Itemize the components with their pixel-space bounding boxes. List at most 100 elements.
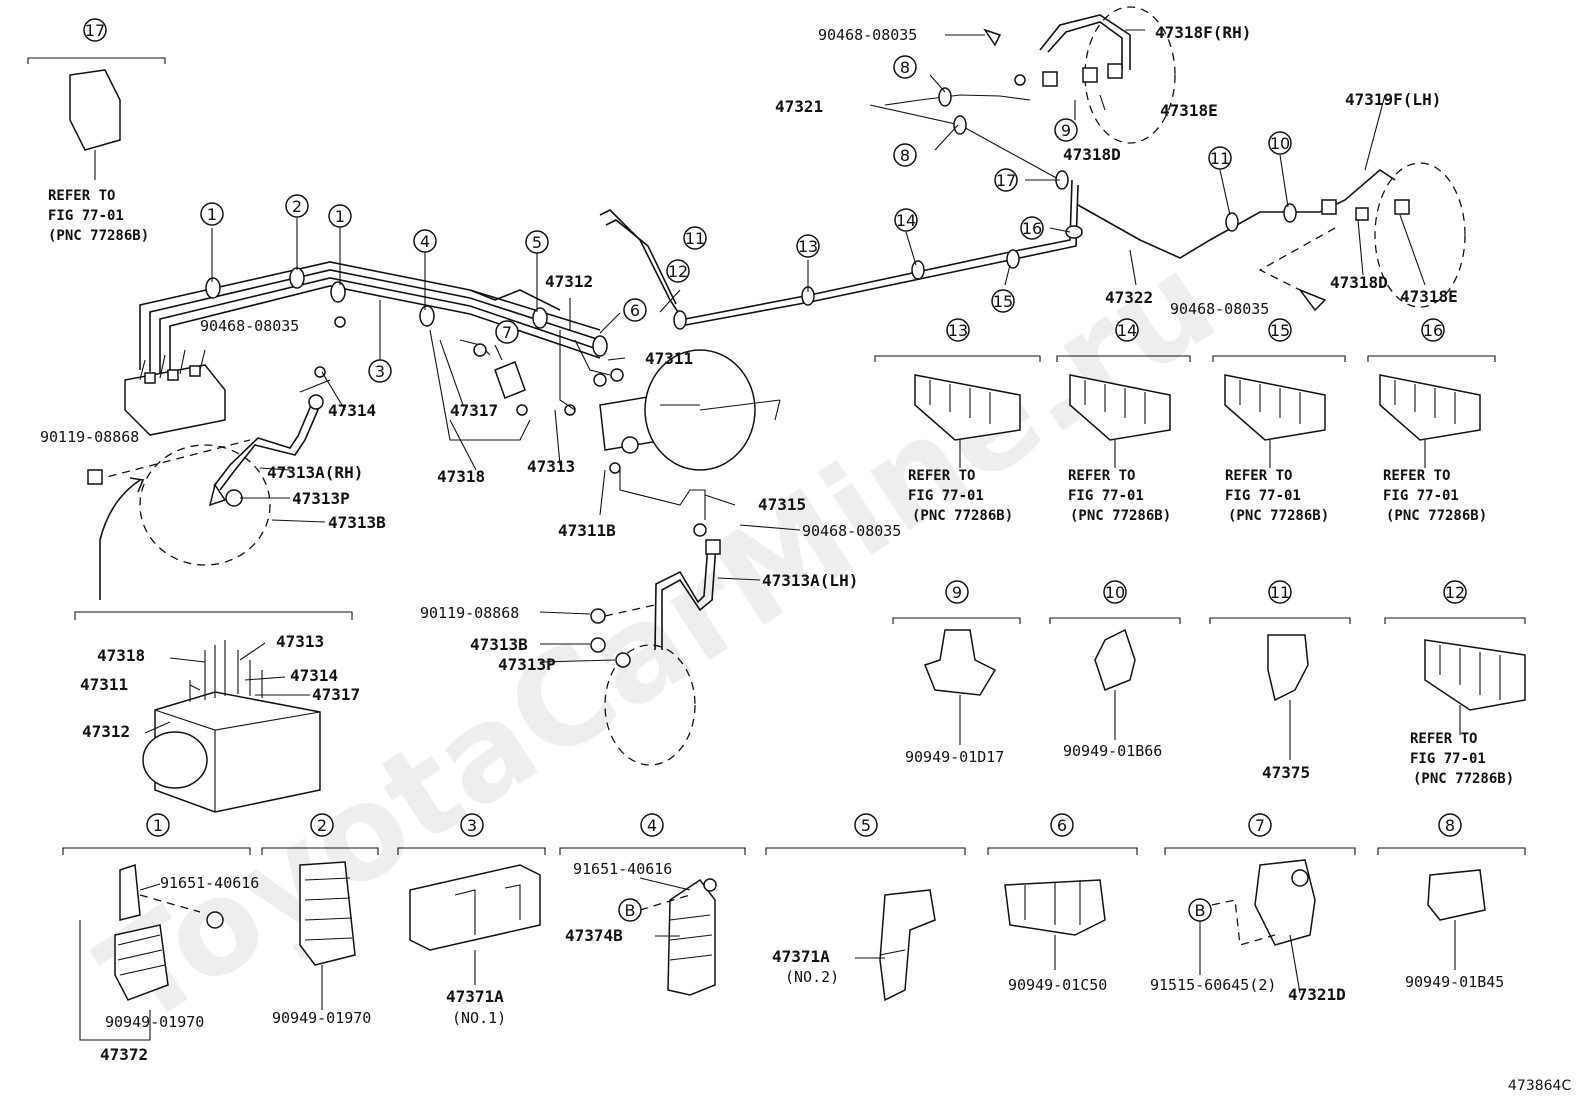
callout-10-box: 10 — [1105, 583, 1125, 602]
label-47371A-no2: 47371A — [772, 947, 830, 966]
label-47372: 47372 — [100, 1045, 148, 1064]
callout-1-box: 1 — [153, 816, 163, 835]
letter-b-circle-4: B — [625, 901, 636, 920]
label-47312: 47312 — [545, 272, 593, 291]
clamp-12 — [1424, 639, 1526, 735]
clamp-13 — [914, 374, 1021, 468]
master-cylinder — [564, 349, 781, 471]
callout-1: 1 — [207, 205, 217, 224]
label-47313P-top: 47313P — [292, 489, 350, 508]
callout-4-box: 4 — [647, 816, 657, 835]
clamp-14 — [1069, 374, 1171, 468]
clamp-headers-1-8 — [62, 847, 1526, 855]
callout-8-b: 8 — [900, 146, 910, 165]
clamp-3 — [409, 864, 541, 985]
clamp-6 — [1004, 879, 1106, 970]
refer-12-l2: FIG 77-01 — [1410, 751, 1486, 767]
label-47371A-no1: 47371A — [446, 987, 504, 1006]
clamp-16 — [1379, 374, 1481, 468]
label-47313: 47313 — [527, 457, 575, 476]
label-47318D-right: 47318D — [1330, 273, 1388, 292]
callout-12: 12 — [668, 262, 688, 281]
clamp-headers-9-12 — [892, 617, 1526, 624]
label-90949-01C50: 90949-01C50 — [1008, 976, 1107, 994]
label-91651-40616-1: 91651-40616 — [160, 874, 259, 892]
callout-8-a: 8 — [900, 58, 910, 77]
label-90949-01970-1: 90949-01970 — [105, 1013, 204, 1031]
callout-8-box: 8 — [1445, 816, 1455, 835]
label-47313-act: 47313 — [276, 632, 324, 651]
callout-13-box: 13 — [948, 321, 968, 340]
label-47311B: 47311B — [558, 521, 616, 540]
callout-12-box: 12 — [1445, 583, 1465, 602]
label-90949-01B66: 90949-01B66 — [1063, 742, 1162, 760]
label-47313P-mid: 47313P — [498, 655, 556, 674]
refer-17-l3: (PNC 77286B) — [48, 228, 149, 244]
label-47318E-right: 47318E — [1400, 287, 1458, 306]
label-91651-40616-4: 91651-40616 — [573, 860, 672, 878]
label-47374B: 47374B — [565, 926, 623, 945]
clamp-11 — [1267, 634, 1309, 760]
refer-12-l1: REFER TO — [1410, 731, 1477, 747]
clamp-headers-13-16 — [874, 355, 1496, 362]
letter-b-circle-7: B — [1195, 901, 1206, 920]
clip-9 — [924, 629, 997, 745]
label-90119-08868-left: 90119-08868 — [40, 428, 139, 446]
refer-17-l1: REFER TO — [48, 188, 115, 204]
label-47318D-top: 47318D — [1063, 145, 1121, 164]
refer-14-l3: (PNC 77286B) — [1070, 508, 1171, 524]
label-47321: 47321 — [775, 97, 823, 116]
label-no1: (NO.1) — [452, 1009, 506, 1027]
clamp-2 — [299, 861, 356, 1010]
callout-5: 5 — [532, 233, 542, 252]
label-47313B-mid: 47313B — [470, 635, 528, 654]
label-47315: 47315 — [758, 495, 806, 514]
label-47314-act: 47314 — [290, 666, 338, 685]
callout-10: 10 — [1270, 134, 1290, 153]
label-47318: 47318 — [437, 467, 485, 486]
callout-15-box: 15 — [1270, 321, 1290, 340]
refer-13-l2: FIG 77-01 — [908, 488, 984, 504]
label-90949-01970-2: 90949-01970 — [272, 1009, 371, 1027]
refer-15-l1: REFER TO — [1225, 468, 1292, 484]
label-90468-08035-mid: 90468-08035 — [802, 522, 901, 540]
refer-15-l3: (PNC 77286B) — [1228, 508, 1329, 524]
callout-4: 4 — [420, 232, 430, 251]
label-90949-01D17: 90949-01D17 — [905, 748, 1004, 766]
label-47314: 47314 — [328, 401, 376, 420]
label-47312-act: 47312 — [82, 722, 130, 741]
clamp-5 — [879, 889, 936, 1002]
refer-12-l3: (PNC 77286B) — [1413, 771, 1514, 787]
label-47311-act: 47311 — [80, 675, 128, 694]
leader-lines — [139, 29, 1426, 994]
callout-7-box: 7 — [1255, 816, 1265, 835]
label-90468-08035-left: 90468-08035 — [200, 317, 299, 335]
label-90468-08035-top: 90468-08035 — [818, 26, 917, 44]
callout-3-box: 3 — [467, 816, 477, 835]
refer-14-l1: REFER TO — [1068, 468, 1135, 484]
label-no2: (NO.2) — [785, 968, 839, 986]
front-lh-hose — [590, 539, 721, 766]
label-47375: 47375 — [1262, 763, 1310, 782]
label-47313B-top: 47313B — [328, 513, 386, 532]
callout-15: 15 — [993, 292, 1013, 311]
label-47318E-top: 47318E — [1160, 101, 1218, 120]
label-47322: 47322 — [1105, 288, 1153, 307]
refer-17-l2: FIG 77-01 — [48, 208, 124, 224]
callout-2: 2 — [292, 197, 302, 216]
abs-actuator-lower — [74, 611, 353, 813]
rear-rh-hose — [983, 6, 1176, 144]
label-47321D: 47321D — [1288, 985, 1346, 1004]
tube-clamps — [205, 87, 1297, 357]
refer-16-l2: FIG 77-01 — [1383, 488, 1459, 504]
callout-16-box: 16 — [1423, 321, 1443, 340]
clamp-8 — [1427, 869, 1486, 970]
label-47311: 47311 — [645, 349, 693, 368]
clamp-1 — [79, 863, 224, 1041]
abs-actuator-upper — [124, 349, 226, 436]
label-47319F-LH: 47319F(LH) — [1345, 90, 1441, 109]
refer-15-l2: FIG 77-01 — [1225, 488, 1301, 504]
label-47317-act: 47317 — [312, 685, 360, 704]
label-90119-08868-mid: 90119-08868 — [420, 604, 519, 622]
